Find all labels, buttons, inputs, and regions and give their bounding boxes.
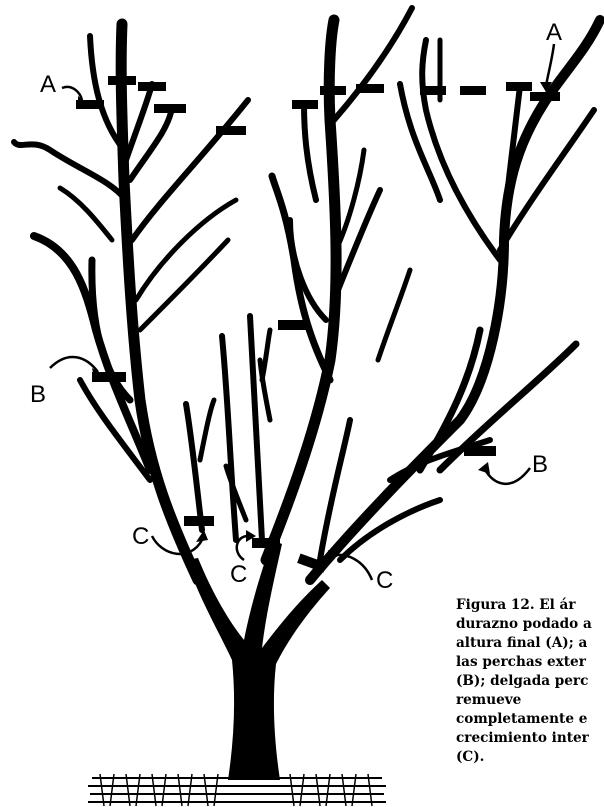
cut-mark-a7 <box>320 86 346 95</box>
cut-mark-a10 <box>460 86 486 95</box>
caption-line-5: (B); delgada perc <box>456 672 604 691</box>
interior-shoot-4 <box>250 316 262 540</box>
left-branch-1 <box>14 142 126 200</box>
caption-line-8: crecimiento inter <box>456 729 604 748</box>
label-c-left: C <box>132 523 149 550</box>
arrow-b-left <box>50 357 98 372</box>
right-branch-2 <box>422 40 500 260</box>
cut-mark-c-middle <box>252 538 280 548</box>
cut-mark-b-right <box>464 446 496 456</box>
caption-line-7: completamente e <box>456 710 604 729</box>
caption-line-6: remueve <box>456 691 604 710</box>
arrowhead-b-right <box>478 462 490 474</box>
left-branch-7 <box>140 240 228 330</box>
label-a-right: A <box>546 19 562 46</box>
label-c-middle: C <box>230 561 247 588</box>
cut-mark-a11 <box>506 82 532 91</box>
caption-line-3: altura final (A); a <box>456 634 604 653</box>
figure-caption: Figura 12. El ár durazno podado a altura… <box>456 596 604 767</box>
cut-mark-a8 <box>356 84 384 93</box>
left-branch-5 <box>132 100 248 240</box>
caption-line-1: Figura 12. El ár <box>456 596 604 615</box>
interior-shoot-3 <box>222 336 236 540</box>
cut-mark-a4 <box>154 104 186 113</box>
caption-line-4: las perchas exter <box>456 653 604 672</box>
label-c-right: C <box>376 567 393 594</box>
center-branch-3 <box>334 8 412 120</box>
label-a-left: A <box>40 71 56 98</box>
cut-mark-a2 <box>108 76 136 85</box>
caption-line-2: durazno podado a <box>456 615 604 634</box>
right-scaffold <box>310 20 600 580</box>
interior-shoot-2 <box>200 400 214 460</box>
cut-mark-a3 <box>138 82 166 91</box>
label-b-left: B <box>30 381 46 408</box>
arrow-a-right <box>546 44 554 86</box>
cut-mark-a9 <box>420 86 446 95</box>
left-branch-3 <box>126 84 152 160</box>
left-branch-8 <box>60 188 112 240</box>
label-b-right: B <box>532 451 548 478</box>
caption-line-9: (C). <box>456 748 604 767</box>
cut-mark-a5 <box>216 126 246 135</box>
interior-shoot-1 <box>186 404 202 530</box>
right-branch-9 <box>378 270 410 360</box>
cut-mark-a6 <box>292 100 318 109</box>
arrow-b-right <box>484 468 530 484</box>
branches <box>14 8 600 580</box>
cut-mark-center <box>278 320 310 330</box>
center-branch-2 <box>304 104 316 200</box>
left-branch-4 <box>130 108 172 180</box>
center-branch-5 <box>290 220 326 320</box>
cut-mark-a12 <box>530 92 560 101</box>
cut-mark-c-left <box>184 516 214 526</box>
